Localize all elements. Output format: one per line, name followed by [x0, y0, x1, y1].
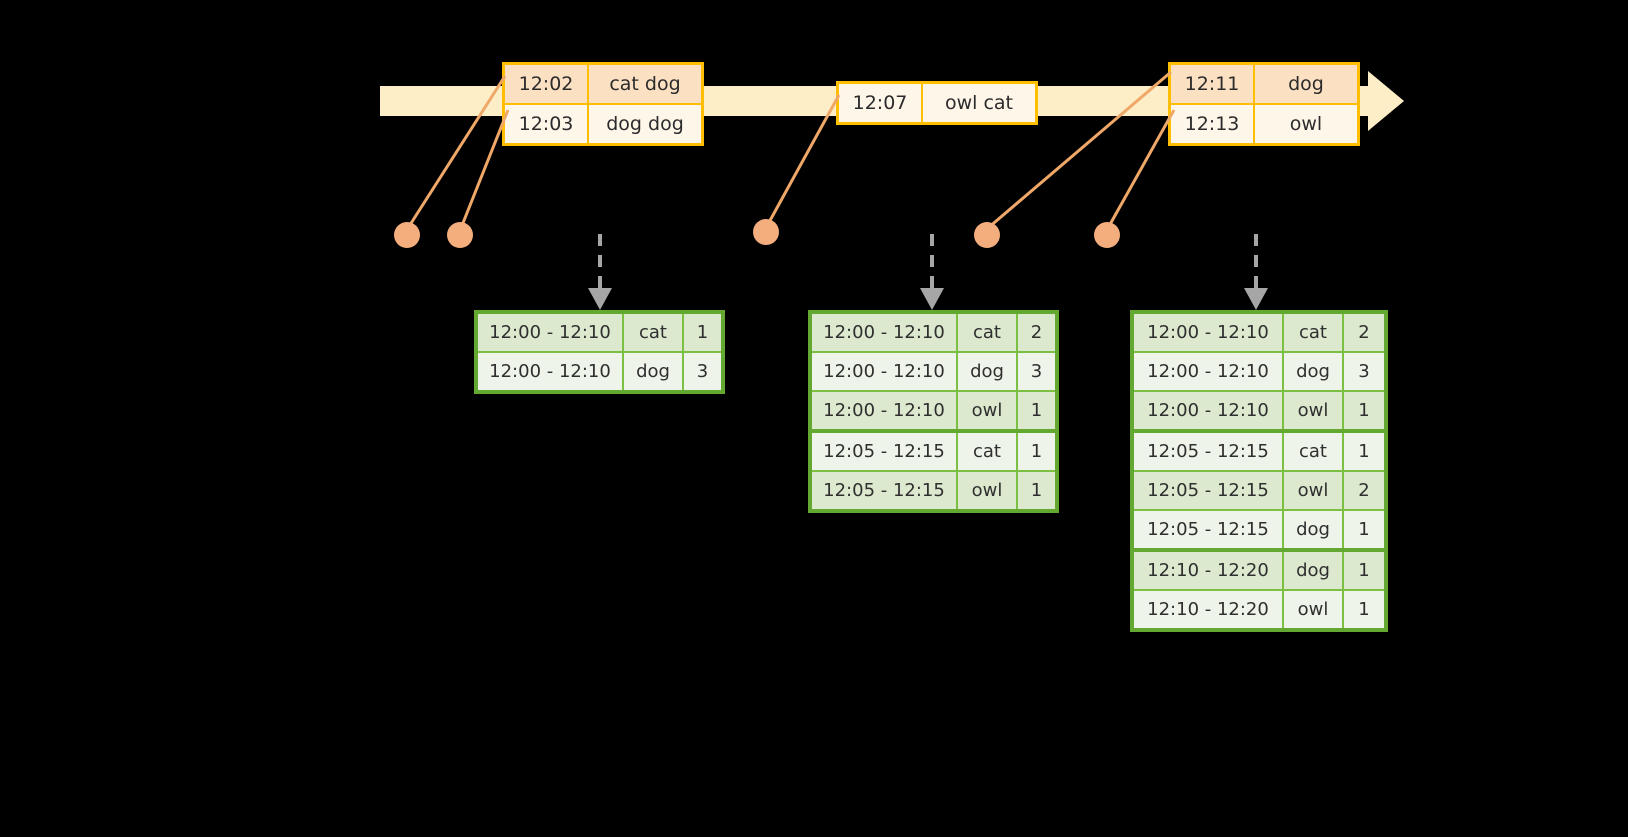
event-row: 12:11 dog [1171, 65, 1357, 103]
table-row: 12:00 - 12:10 cat 1 [478, 314, 721, 353]
cell-window: 12:00 - 12:10 [812, 353, 958, 390]
result-table-1: 12:00 - 12:10 cat 1 12:00 - 12:10 dog 3 [474, 310, 725, 394]
flow-arrow-1 [588, 234, 612, 310]
cell-word: dog [1284, 511, 1344, 548]
event-dot [1094, 222, 1120, 248]
event-text: dog [1255, 65, 1357, 103]
table-row: 12:00 - 12:10 owl 1 [1134, 392, 1384, 433]
cell-window: 12:00 - 12:10 [812, 392, 958, 429]
cell-word: owl [1284, 591, 1344, 628]
table-row: 12:05 - 12:15 cat 1 [1134, 433, 1384, 472]
table-row: 12:00 - 12:10 dog 3 [812, 353, 1055, 392]
table-row: 12:10 - 12:20 dog 1 [1134, 552, 1384, 591]
event-row: 12:02 cat dog [505, 65, 701, 103]
cell-word: cat [1284, 314, 1344, 351]
cell-count: 3 [684, 353, 721, 390]
cell-count: 1 [1018, 433, 1055, 470]
cell-window: 12:00 - 12:10 [478, 353, 624, 390]
event-row: 12:13 owl [1171, 103, 1357, 143]
cell-count: 1 [1344, 552, 1384, 589]
event-row: 12:07 owl cat [839, 84, 1035, 122]
table-row: 12:05 - 12:15 owl 2 [1134, 472, 1384, 511]
connector-line [459, 109, 510, 229]
cell-count: 1 [684, 314, 721, 351]
cell-word: cat [624, 314, 684, 351]
event-text: owl [1289, 113, 1323, 135]
event-time: 12:13 [1171, 105, 1255, 143]
timeline-arrow-head [1368, 71, 1404, 131]
event-dot [394, 222, 420, 248]
cell-count: 1 [1018, 392, 1055, 429]
flow-arrow-3 [1244, 234, 1268, 310]
cell-window: 12:05 - 12:15 [1134, 472, 1284, 509]
event-time: 12:02 [505, 65, 589, 103]
cell-word: cat [958, 433, 1018, 470]
table-row: 12:00 - 12:10 cat 2 [1134, 314, 1384, 353]
cell-window: 12:00 - 12:10 [478, 314, 624, 351]
table-row: 12:05 - 12:15 cat 1 [812, 433, 1055, 472]
table-row: 12:10 - 12:20 owl 1 [1134, 591, 1384, 628]
cell-window: 12:00 - 12:10 [1134, 353, 1284, 390]
cell-word: owl [958, 392, 1018, 429]
cell-word: dog [958, 353, 1018, 390]
event-text: owl cat [944, 92, 1014, 114]
event-dot [753, 219, 779, 245]
cell-window: 12:00 - 12:10 [1134, 392, 1284, 429]
cell-word: cat [1284, 433, 1344, 470]
cell-word: dog [1284, 353, 1344, 390]
event-text: cat dog [589, 65, 701, 103]
cell-count: 1 [1344, 591, 1384, 628]
cell-count: 2 [1018, 314, 1055, 351]
table-row: 12:00 - 12:10 dog 3 [1134, 353, 1384, 392]
event-dot [974, 222, 1000, 248]
cell-word: dog [624, 353, 684, 390]
cell-count: 3 [1344, 353, 1384, 390]
cell-count: 1 [1018, 472, 1055, 509]
result-table-2: 12:00 - 12:10 cat 2 12:00 - 12:10 dog 3 … [808, 310, 1059, 513]
cell-word: dog [1284, 552, 1344, 589]
cell-window: 12:05 - 12:15 [1134, 433, 1284, 470]
cell-window: 12:05 - 12:15 [812, 472, 958, 509]
cell-window: 12:00 - 12:10 [1134, 314, 1284, 351]
cell-count: 2 [1344, 314, 1384, 351]
table-row: 12:00 - 12:10 owl 1 [812, 392, 1055, 433]
cell-word: owl [958, 472, 1018, 509]
connector-line [1106, 109, 1176, 229]
table-row: 12:00 - 12:10 cat 2 [812, 314, 1055, 353]
event-text: dog dog [606, 113, 684, 135]
event-time: 12:03 [505, 105, 589, 143]
cell-count: 1 [1344, 433, 1384, 470]
event-group-3: 12:11 dog 12:13 owl [1168, 62, 1360, 146]
event-group-1: 12:02 cat dog 12:03 dog dog [502, 62, 704, 146]
cell-count: 2 [1344, 472, 1384, 509]
table-row: 12:00 - 12:10 dog 3 [478, 353, 721, 390]
table-row: 12:05 - 12:15 dog 1 [1134, 511, 1384, 552]
event-time: 12:07 [839, 84, 923, 122]
cell-window: 12:10 - 12:20 [1134, 552, 1284, 589]
cell-count: 1 [1344, 392, 1384, 429]
event-dot [447, 222, 473, 248]
cell-window: 12:05 - 12:15 [812, 433, 958, 470]
result-table-3: 12:00 - 12:10 cat 2 12:00 - 12:10 dog 3 … [1130, 310, 1388, 632]
event-row: 12:03 dog dog [505, 103, 701, 143]
event-time: 12:11 [1171, 65, 1255, 103]
cell-count: 3 [1018, 353, 1055, 390]
cell-window: 12:05 - 12:15 [1134, 511, 1284, 548]
cell-word: owl [1284, 472, 1344, 509]
cell-word: owl [1284, 392, 1344, 429]
event-group-2: 12:07 owl cat [836, 81, 1038, 125]
table-row: 12:05 - 12:15 owl 1 [812, 472, 1055, 509]
cell-window: 12:10 - 12:20 [1134, 591, 1284, 628]
cell-word: cat [958, 314, 1018, 351]
cell-window: 12:00 - 12:10 [812, 314, 958, 351]
flow-arrow-2 [920, 234, 944, 310]
cell-count: 1 [1344, 511, 1384, 548]
